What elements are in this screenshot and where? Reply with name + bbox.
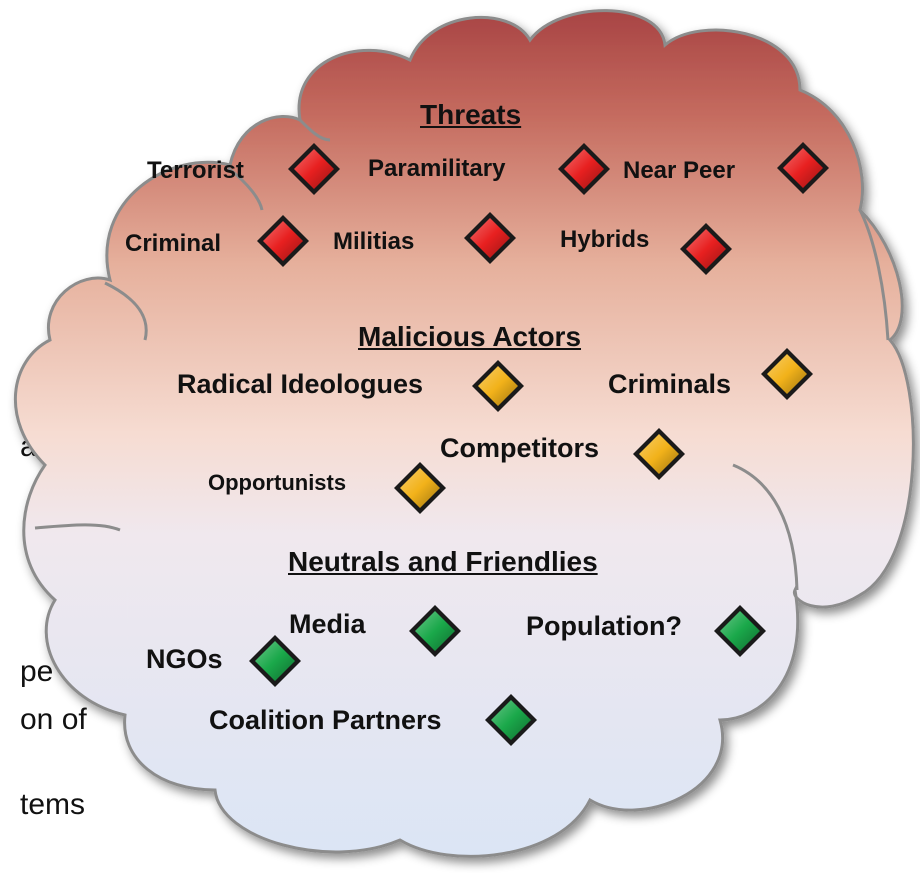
background-text-fragment: pe [20, 655, 54, 688]
diamond-fill [767, 354, 807, 394]
cloud-inner-curves [34, 118, 890, 591]
threat-label: Paramilitary [368, 155, 506, 182]
threat-label: Militias [333, 228, 415, 255]
diamond-fill [263, 221, 303, 261]
diamond-fill [255, 641, 295, 681]
neutral-friendly-label: Coalition Partners [209, 705, 442, 735]
red-diamond-icon [257, 215, 309, 267]
neutral-friendly-label: NGOs [146, 644, 223, 674]
red-diamond-icon [464, 212, 516, 264]
malicious-actors-heading: Malicious Actors [358, 321, 582, 352]
green-diamond-icon [249, 635, 301, 687]
background-text-fragment: on of [20, 703, 87, 736]
red-diamond-icon [777, 142, 829, 194]
yellow-diamond-icon [633, 428, 685, 480]
diamond-fill [720, 611, 760, 651]
green-diamond-icon [409, 605, 461, 657]
yellow-diamond-icon [394, 462, 446, 514]
diamond-fill [294, 149, 334, 189]
threat-label: Terrorist [147, 157, 244, 184]
background-text-fragment: tems [20, 788, 86, 821]
neutral-friendly-label: Population? [526, 611, 682, 641]
green-diamond-icon [714, 605, 766, 657]
malicious-actor-label: Competitors [440, 433, 600, 463]
threat-label: Near Peer [623, 157, 736, 184]
diamond-fill [415, 611, 455, 651]
malicious-actor-label: Radical Ideologues [177, 369, 424, 399]
diamond-fill [400, 468, 440, 508]
diamond-fill [564, 149, 604, 189]
diamond-fill [478, 366, 518, 406]
diamond-fill [470, 218, 510, 258]
threats-heading: Threats [420, 99, 522, 130]
threat-label: Criminal [125, 230, 222, 257]
neutral-friendly-label: Media [289, 609, 366, 639]
neutrals-friendlies-heading: Neutrals and Friendlies [288, 546, 598, 577]
diamond-fill [491, 700, 531, 740]
green-diamond-icon [485, 694, 537, 746]
diamond-fill [639, 434, 679, 474]
red-diamond-icon [558, 143, 610, 195]
malicious-actor-label: Criminals [608, 369, 732, 399]
yellow-diamond-icon [761, 348, 813, 400]
diamond-fill [783, 148, 823, 188]
yellow-diamond-icon [472, 360, 524, 412]
diamond-fill [686, 229, 726, 269]
threat-label: Hybrids [560, 226, 650, 253]
red-diamond-icon [680, 223, 732, 275]
malicious-actor-label: Opportunists [208, 470, 347, 495]
red-diamond-icon [288, 143, 340, 195]
